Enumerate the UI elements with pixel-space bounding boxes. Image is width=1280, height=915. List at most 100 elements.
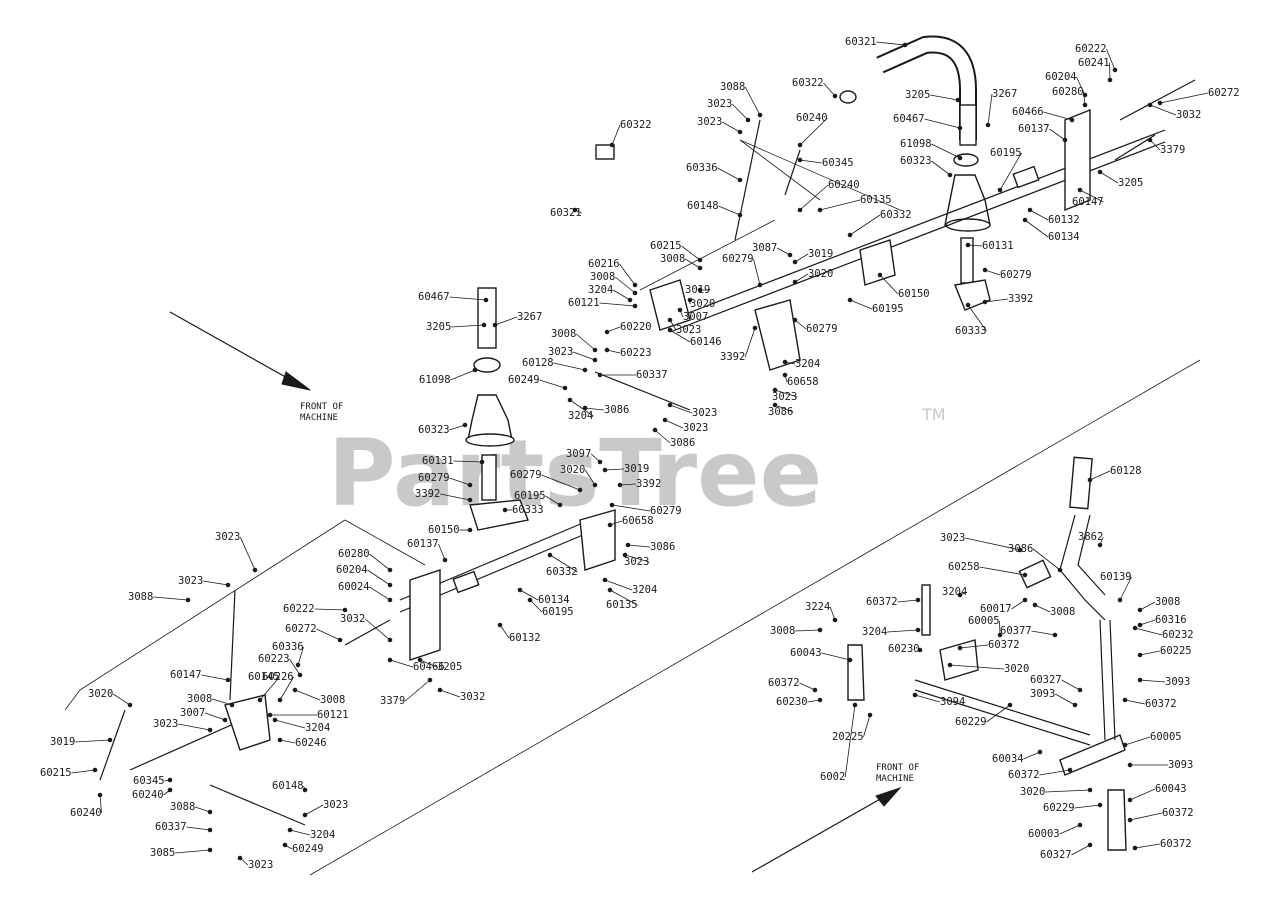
callout-point	[592, 482, 598, 488]
callout-leader	[795, 629, 821, 632]
callout-point	[627, 297, 633, 303]
part-number-label: 3023	[692, 407, 717, 419]
callout-leader	[1129, 812, 1163, 821]
callout-point	[497, 622, 503, 628]
callout-leader	[606, 326, 621, 333]
part-number-label: 61098	[900, 138, 932, 150]
callout-leader	[930, 94, 959, 101]
part-number-label: 60216	[588, 258, 620, 270]
part-number-label: 3205	[1118, 177, 1143, 189]
callout-leader	[717, 167, 741, 181]
callout-leader	[1139, 650, 1161, 656]
part-number-label: 3204	[632, 584, 657, 596]
callout-leader	[1043, 111, 1073, 121]
callout-leader	[1032, 548, 1061, 571]
callout-leader	[999, 152, 1022, 191]
part-number-label: 3008	[1050, 606, 1075, 618]
callout-point	[592, 347, 598, 353]
callout-leader	[799, 117, 828, 146]
callout-point	[302, 787, 308, 793]
part-number-label: 60132	[1048, 214, 1080, 226]
callout-leader	[604, 468, 625, 471]
callout-point	[225, 677, 231, 683]
callout-point	[625, 542, 631, 548]
callout-point	[167, 777, 173, 783]
part-number-label: 60121	[317, 709, 349, 721]
callout-leader	[1079, 189, 1104, 203]
part-number-label: 3379	[380, 695, 405, 707]
part-number-label: 60316	[1155, 614, 1187, 626]
callout-point	[1097, 169, 1103, 175]
part-number-label: 60229	[1043, 802, 1075, 814]
callout-point	[982, 299, 988, 305]
callout-point	[547, 552, 553, 558]
part-number-label: 60658	[787, 376, 819, 388]
callout-point	[607, 522, 613, 528]
callout-point	[745, 117, 751, 123]
callout-point	[97, 792, 103, 798]
part-number-label: 60215	[40, 767, 72, 779]
upper-shaft-assembly	[344, 79, 1196, 661]
part-number-label: 3023	[548, 346, 573, 358]
part-number-label: 3088	[720, 81, 745, 93]
callout-leader	[449, 296, 487, 301]
part-number-label: 3020	[1004, 663, 1029, 675]
callout-point	[342, 607, 348, 613]
callout-point	[752, 325, 758, 331]
part-number-label: 60372	[1162, 807, 1194, 819]
part-number-label: 3204	[942, 586, 967, 598]
callout-point	[127, 702, 133, 708]
callout-leader	[1059, 824, 1081, 835]
callout-point	[597, 459, 603, 465]
callout-leader	[404, 679, 431, 702]
callout-leader	[984, 298, 1009, 303]
callout-point	[1097, 802, 1103, 808]
part-number-label: 60147	[1072, 196, 1104, 208]
callout-leader	[849, 299, 873, 310]
callout-leader	[1089, 470, 1111, 481]
callout-point	[832, 617, 838, 623]
callout-point	[662, 417, 668, 423]
callout-point	[697, 265, 703, 271]
callout-leader	[987, 93, 993, 126]
callout-leader	[112, 693, 131, 706]
callout-point	[772, 387, 778, 393]
callout-point	[737, 129, 743, 135]
callout-point	[1127, 817, 1133, 823]
callout-leader	[569, 399, 594, 417]
callout-point	[207, 827, 213, 833]
part-number-label: 60131	[422, 455, 454, 467]
callout-point	[915, 597, 921, 603]
part-number-label: 60137	[407, 538, 439, 550]
part-number-label: 60333	[512, 504, 544, 516]
callout-point	[467, 482, 473, 488]
callout-point	[1052, 632, 1058, 638]
callout-point	[517, 587, 523, 593]
callout-point	[1032, 602, 1038, 608]
callout-leader	[1106, 48, 1116, 71]
part-number-label: 60322	[792, 77, 824, 89]
part-number-label: 60148	[272, 780, 304, 792]
part-number-label: 60195	[514, 490, 546, 502]
callout-leader	[609, 589, 638, 606]
callout-point	[1127, 797, 1133, 803]
part-number-label: 3023	[772, 391, 797, 403]
part-number-label: 6002	[820, 771, 845, 783]
part-number-label: 3020	[88, 688, 113, 700]
callout-point	[797, 207, 803, 213]
callout-point	[292, 687, 298, 693]
callout-leader	[201, 674, 229, 681]
part-number-label: 60128	[1110, 465, 1142, 477]
callout-point	[955, 97, 961, 103]
callout-leader	[1061, 679, 1081, 691]
callout-point	[302, 812, 308, 818]
callout-leader	[924, 118, 961, 129]
front-arrow-right-icon	[751, 786, 902, 873]
part-number-label: 3267	[992, 88, 1017, 100]
callout-point	[602, 577, 608, 583]
callout-point	[737, 212, 743, 218]
callout-leader	[439, 689, 461, 698]
part-number-label: 60128	[522, 357, 554, 369]
callout-leader	[549, 554, 578, 573]
